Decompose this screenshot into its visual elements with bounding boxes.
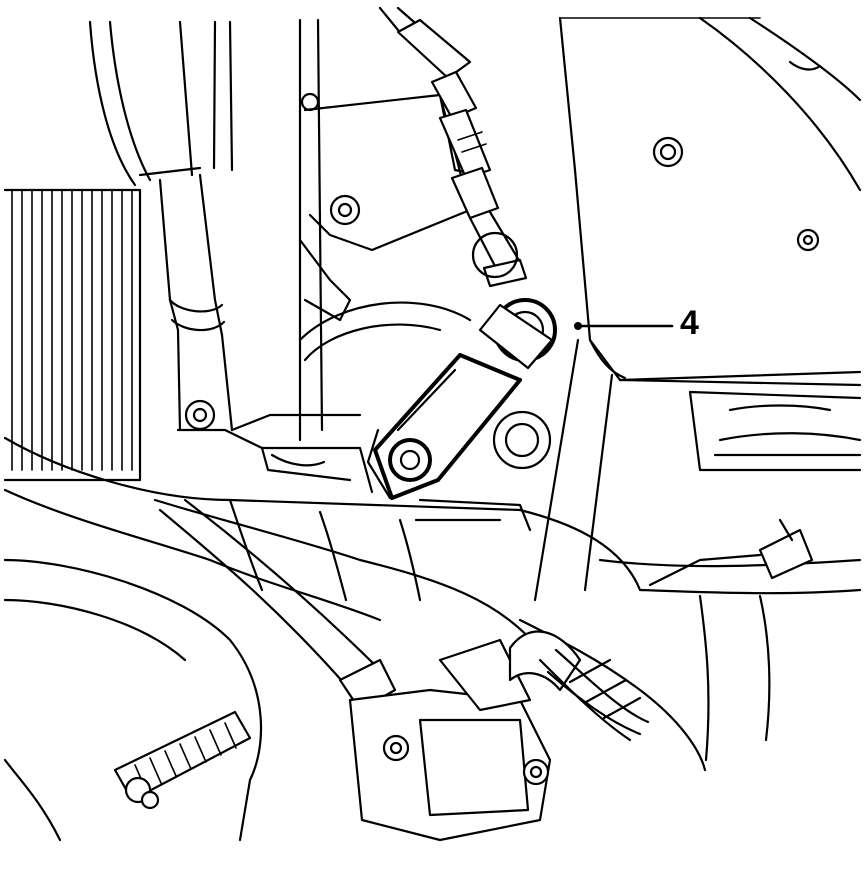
- coolant-pipe: [88, 20, 234, 432]
- radiator-fins: [3, 188, 142, 482]
- gear-housing: [298, 231, 552, 532]
- callout-4-leader: [574, 322, 674, 330]
- mounting-bracket: [176, 399, 374, 494]
- intake-duct: [3, 558, 263, 842]
- sensor-cable: [378, 6, 528, 288]
- hose-clip: [648, 518, 814, 587]
- ride-height-sensor: [366, 298, 557, 500]
- vacuum-line: [158, 498, 397, 712]
- hose-fitting: [348, 630, 650, 842]
- engine-block-casting: [558, 16, 862, 472]
- lower-hoses: [3, 436, 862, 772]
- callout-4-label: 4: [680, 304, 699, 342]
